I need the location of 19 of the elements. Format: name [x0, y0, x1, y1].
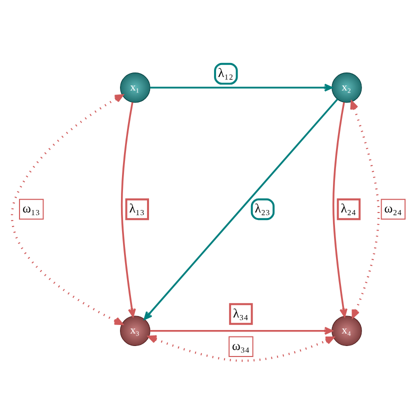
edge-label: λ₂₄ [340, 201, 356, 216]
arrow [150, 83, 333, 92]
node-circle: x₄ [332, 315, 362, 346]
node-circle: x₁ [120, 72, 150, 102]
edge-label: ω₂₄ [384, 201, 402, 216]
arrow [120, 102, 136, 316]
edge-label: ω₁₃ [22, 201, 40, 216]
arrow [150, 326, 333, 334]
edge-label: λ₂₃ [254, 201, 270, 216]
edge-label: λ₁₂ [218, 66, 234, 80]
node-circle: x₂ [332, 72, 362, 102]
arrow [144, 98, 338, 320]
node-circle: x₃ [120, 315, 150, 346]
arrow [11, 94, 124, 325]
edge-label: λ₁₃ [129, 201, 144, 216]
arrow [332, 102, 348, 316]
edge-label: ω₃₄ [232, 338, 250, 353]
arrow [350, 100, 380, 318]
edge-label: λ₃₄ [233, 306, 248, 320]
